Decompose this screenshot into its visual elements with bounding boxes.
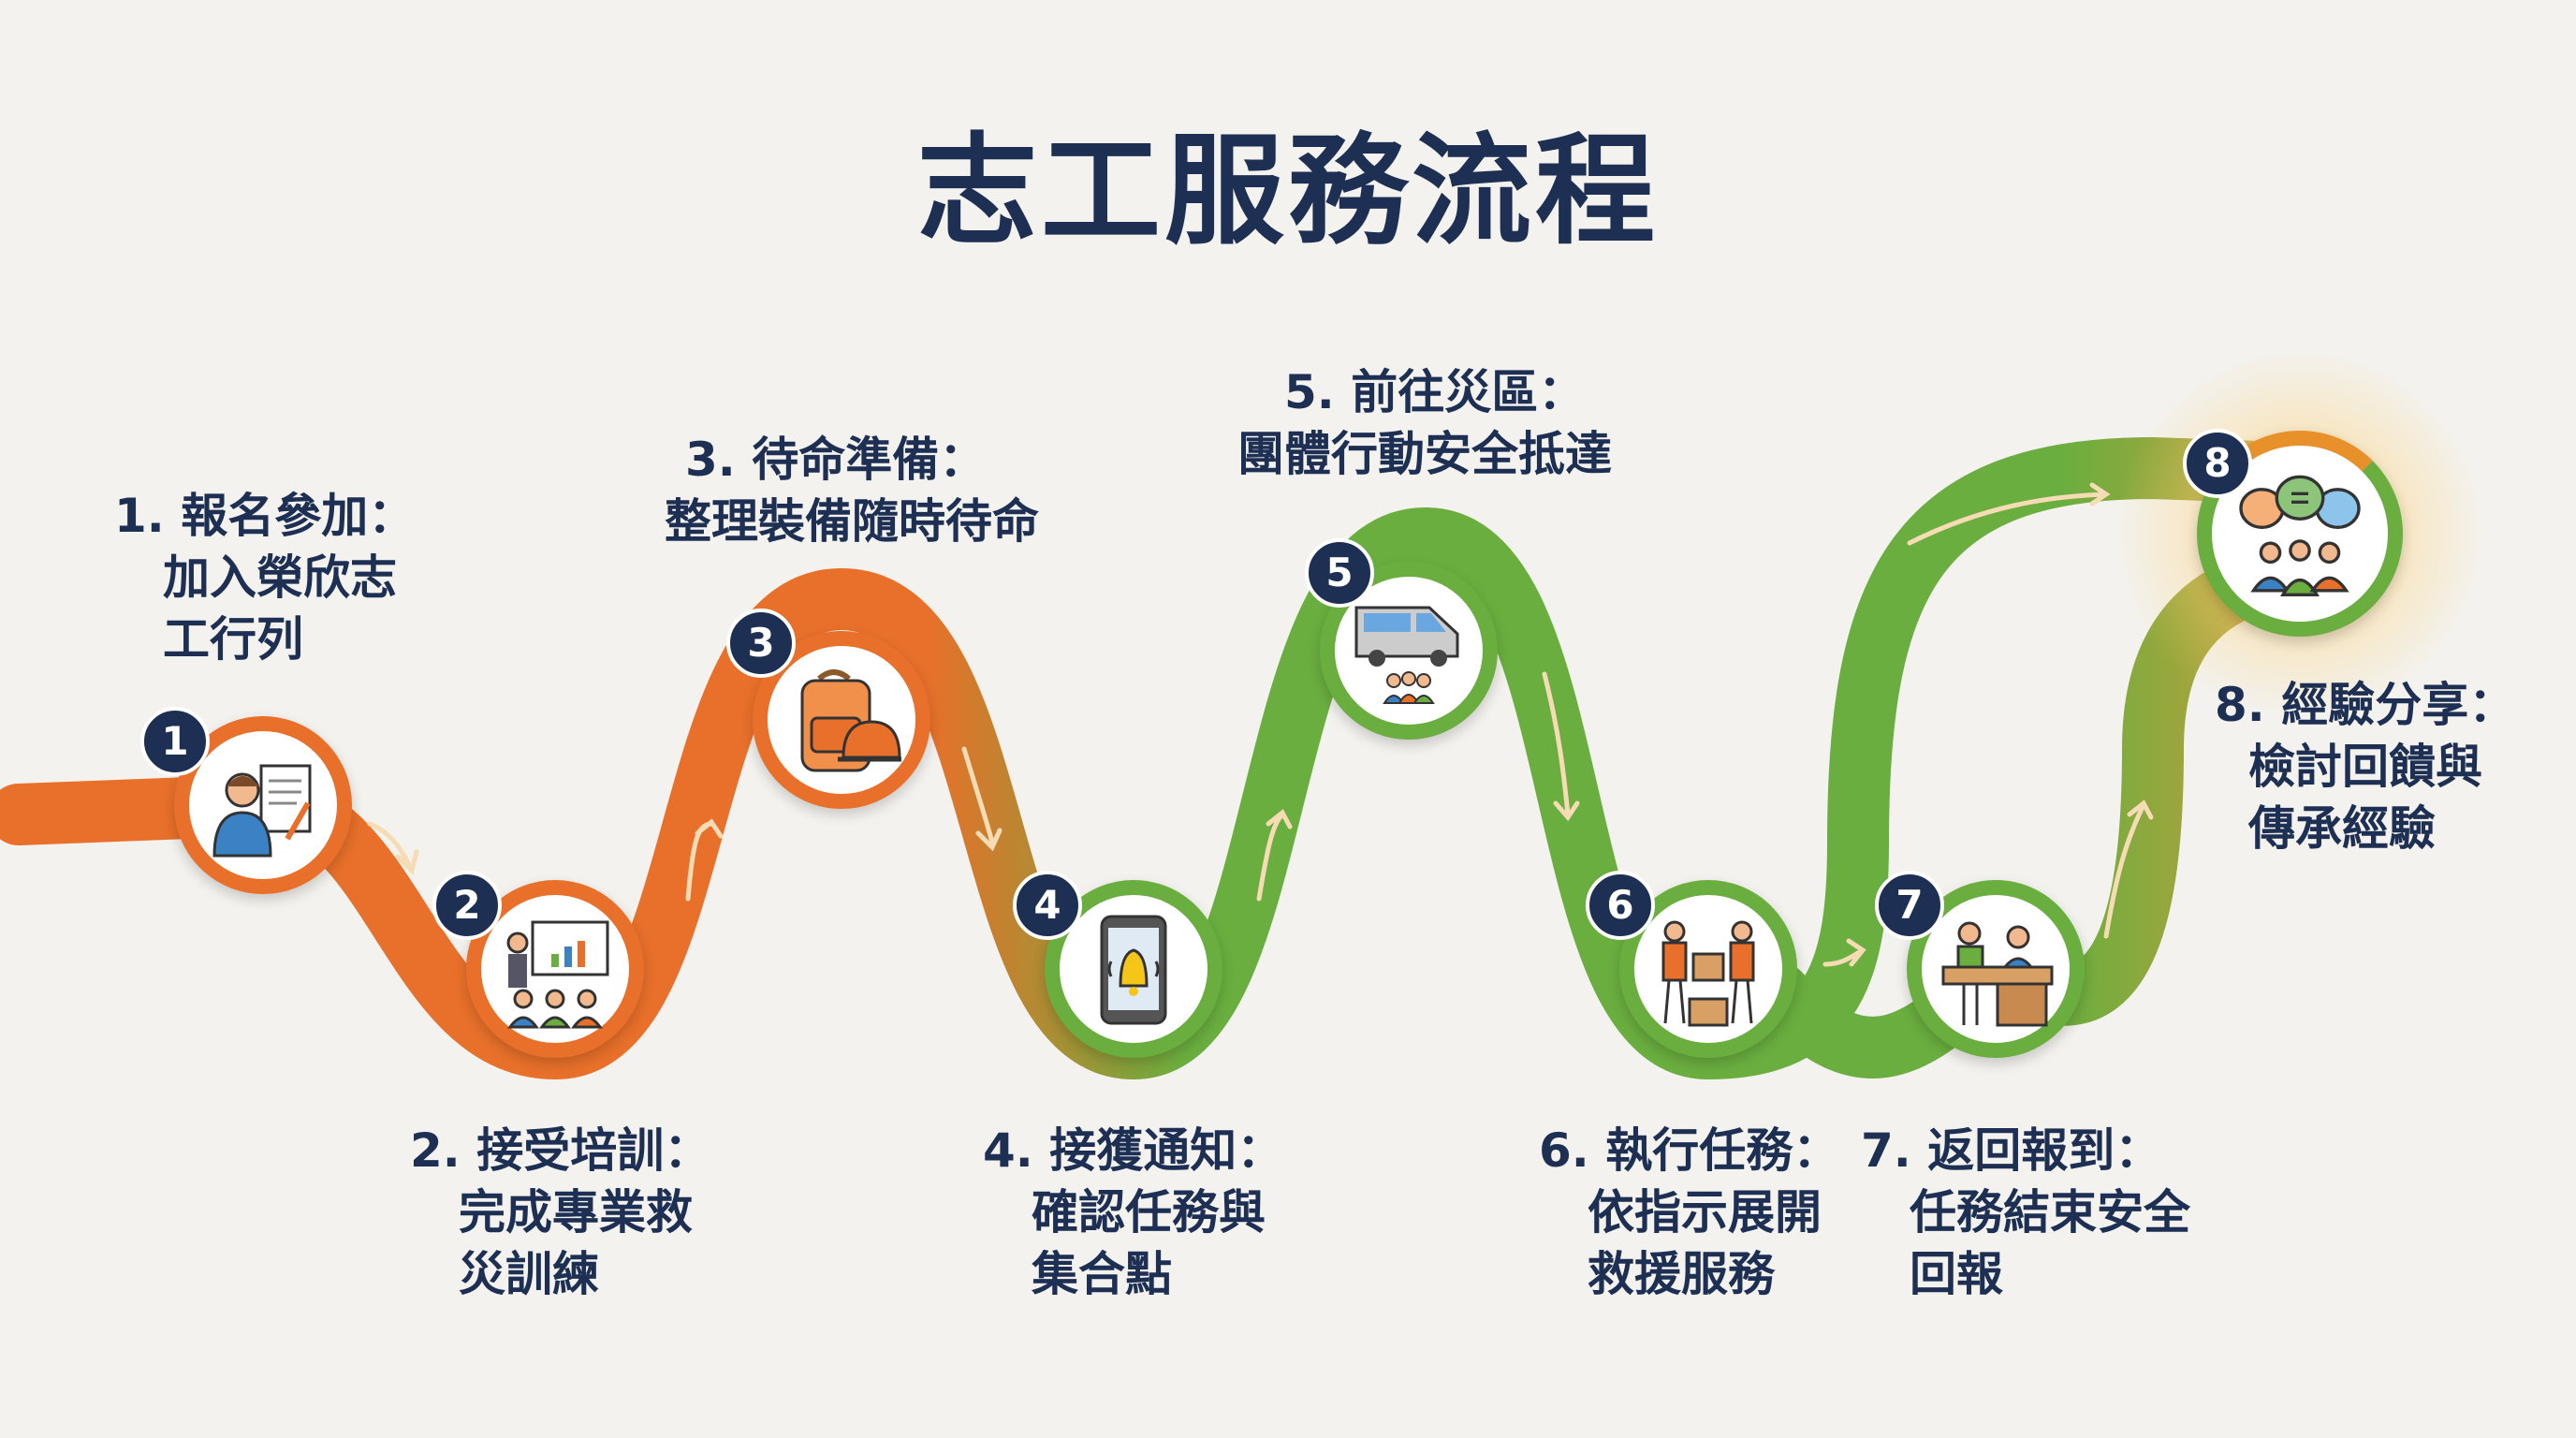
step-6-badge: 6 (1586, 871, 1655, 940)
step-3-title: 3. 待命準備： (685, 433, 987, 487)
step-2-title: 2. 接受培訓： (410, 1123, 711, 1178)
discussion-icon (2239, 475, 2361, 596)
step-4-desc-line: 確認任務與 (1032, 1185, 1266, 1240)
step-3-label: 3. 待命準備： 整理裝備隨時待命 (665, 429, 1039, 552)
step-7-badge: 7 (1875, 871, 1944, 940)
step-8-desc-line: 傳承經驗 (2248, 801, 2436, 856)
checkin-desk-icon (1941, 921, 2054, 1027)
step-5-desc-line: 團體行動安全抵達 (1237, 427, 1612, 481)
step-4-label: 4. 接獲通知： 確認任務與 集合點 (983, 1120, 1283, 1305)
relief-workers-icon (1661, 920, 1755, 1027)
step-5-badge: 5 (1305, 538, 1374, 608)
step-7-desc-line: 回報 (1910, 1247, 2003, 1301)
step-4-desc-line: 集合點 (1032, 1247, 1172, 1301)
step-7-desc-line: 任務結束安全 (1910, 1185, 2190, 1240)
step-1-desc-line: 工行列 (163, 612, 303, 667)
step-5-title: 5. 前往災區： (1284, 365, 1586, 419)
step-6-desc-line: 救援服務 (1588, 1247, 1775, 1301)
step-6-desc-line: 依指示展開 (1588, 1185, 1822, 1240)
step-4-badge: 4 (1013, 871, 1082, 940)
step-6-label: 6. 執行任務： 依指示展開 救援服務 (1539, 1120, 1839, 1305)
step-5-label: 5. 前往災區： 團體行動安全抵達 (1237, 361, 1612, 485)
step-7-title: 7. 返回報到： (1861, 1123, 2162, 1178)
step-4-title: 4. 接獲通知： (983, 1123, 1284, 1178)
step-2-desc-line: 災訓練 (459, 1247, 599, 1301)
step-3-desc-line: 整理裝備隨時待命 (665, 494, 1039, 549)
training-presentation-icon (506, 920, 609, 1029)
step-6-title: 6. 執行任務： (1539, 1123, 1840, 1178)
step-1-label: 1. 報名參加： 加入榮欣志 工行列 (114, 485, 415, 670)
step-2-desc-line: 完成專業救 (459, 1185, 693, 1240)
step-8-badge: 8 (2183, 429, 2252, 498)
step-2-badge: 2 (432, 871, 502, 940)
van-group-icon (1354, 606, 1459, 704)
page-title: 志工服務流程 (916, 122, 1659, 261)
phone-alert-icon (1100, 915, 1167, 1025)
step-8-title: 8. 經驗分享： (2215, 678, 2516, 732)
step-1-desc-line: 加入榮欣志 (163, 550, 397, 605)
step-7-node[interactable] (1907, 880, 2085, 1058)
step-8-label: 8. 經驗分享： 檢討回饋與 傳承經驗 (2215, 674, 2515, 859)
step-3-badge: 3 (726, 609, 796, 678)
step-1-badge: 1 (140, 707, 210, 776)
backpack-helmet-icon (800, 669, 901, 772)
volunteer-signup-icon (212, 764, 312, 858)
step-1-title: 1. 報名參加： (114, 489, 416, 543)
step-8-desc-line: 檢討回饋與 (2248, 740, 2482, 794)
step-7-label: 7. 返回報到： 任務結束安全 回報 (1861, 1120, 2190, 1305)
step-2-label: 2. 接受培訓： 完成專業救 災訓練 (410, 1120, 710, 1305)
